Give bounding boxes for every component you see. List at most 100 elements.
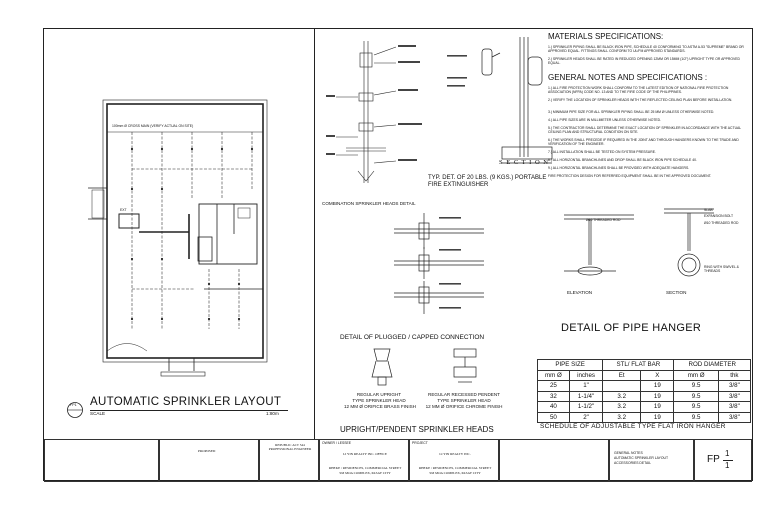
table-cell: 25 xyxy=(537,380,570,392)
general-note-8: 8.) ALL HORIZONTAL BRANCHLINES AND DROP … xyxy=(548,158,697,162)
hanger-title: DETAIL OF PIPE HANGER xyxy=(561,322,702,334)
tb-approval-cell: REPUBLIC ACT 544 PROFESSIONAL ENGINEER xyxy=(259,439,319,482)
tb-sheet-prefix: FP xyxy=(707,454,720,465)
general-note-5: 5.) THE CONTRACTOR SHALL DETERMINE THE E… xyxy=(548,126,742,135)
hanger-elevation-label: ELEVATION xyxy=(567,290,593,295)
cross-main-label: 100mm Ø CROSS MAIN (VERIFY ACTUAL ON SIT… xyxy=(112,124,194,128)
hanger-section-label: SECTION xyxy=(666,290,687,295)
general-note-2: 2.) VERIFY THE LOCATION OF SPRINKLER HEA… xyxy=(548,98,733,102)
tb-project-name: LI YIN REALTY INC. xyxy=(439,452,471,456)
upright-caption-2: TYPE SPRINKLER HEAD xyxy=(352,398,406,403)
combination-title: COMBINATION SPRINKLER HEADS DETAIL xyxy=(322,201,416,206)
tb-owner: LI YIN REALTY INC. OFFICE xyxy=(343,452,387,456)
recessed-sprinkler-icon xyxy=(453,348,477,383)
table-cell: 19 xyxy=(640,401,675,413)
plan-title-underline xyxy=(90,410,288,411)
table-sub-x: X xyxy=(640,369,675,381)
table-sub-et: Et xyxy=(602,369,642,381)
table-cell: 32 xyxy=(537,390,570,402)
hanger-label-expansion: EXPANSION BOLT xyxy=(704,214,734,218)
fire-extinguisher-detail xyxy=(447,37,553,164)
plan-scale-value: 1:80m xyxy=(266,411,279,416)
tb-sheet-num: 1 xyxy=(725,449,730,458)
table-sub-thk: thk xyxy=(717,369,752,381)
table-cell: 9.5 xyxy=(673,390,719,402)
table-cell: 9.5 xyxy=(673,380,719,392)
tb-sheet-contents-cell: GENERAL NOTES AUTOMATIC SPRINKLER LAYOUT… xyxy=(609,439,694,482)
table-cell: 9.5 xyxy=(673,411,719,423)
tb-project-cell: PROPOSED xyxy=(159,439,259,482)
tb-project-name-cell: PROJECT LI YIN REALTY INC. RHEKE / RESID… xyxy=(409,439,499,482)
general-note-6: 6.) THE WORKS SHALL PRECEDE IF REQUIRED … xyxy=(548,138,739,147)
table-sub-inches: inches xyxy=(568,369,604,381)
materials-title: MATERIALS SPECIFICATIONS: xyxy=(548,32,664,41)
tb-project: PROPOSED xyxy=(198,449,216,453)
table-cell: 3.2 xyxy=(602,390,642,402)
tb-contents-3: ACCESSORIES DETAIL xyxy=(614,461,652,465)
hanger-label-threaded: Ø10 THREADED ROD xyxy=(586,218,621,222)
recessed-caption-3: 12 MM Ø ORIFICE CHROME FINISH xyxy=(425,404,503,409)
table-cell: 3.2 xyxy=(602,411,642,423)
plan-scale-label: SCALE xyxy=(90,411,106,416)
tb-sheet-total: 1 xyxy=(725,461,730,470)
tb-project-addr-1: RHEKE / RESIDENCES, COMMERCIAL STREET xyxy=(418,466,492,470)
tb-owner-cell: OWNER / LESSEE LI YIN REALTY INC. OFFICE… xyxy=(319,439,409,482)
materials-note-2: 2.) SPRINKLER HEADS SHALL BE RATED IN RE… xyxy=(548,57,740,66)
sprinkler-floor-plan xyxy=(88,99,268,377)
table-cell: 3/8" xyxy=(717,401,752,413)
plugged-connection-detail xyxy=(394,213,484,314)
table-cell: 19 xyxy=(640,390,675,402)
pipe-table-caption: SCHEDULE OF ADJUSTABLE TYPE FLAT IRON HA… xyxy=(540,423,726,430)
hanger-label-slab: SLAB xyxy=(704,208,713,212)
table-cell: 1-1/4" xyxy=(568,390,604,402)
table-cell: 1" xyxy=(568,380,604,392)
pipe-size-table: PIPE SIZE STL/ FLAT BAR ROD DIAMETER mm … xyxy=(536,359,752,423)
table-cell: 3/8" xyxy=(717,390,752,402)
tb-contents-2: AUTOMATIC SPRINKLER LAYOUT xyxy=(614,456,669,460)
table-cell: 50 xyxy=(537,411,570,423)
general-note-4: 4.) ALL PIPE SIZES ARE IN MILLIMETER UNL… xyxy=(548,118,662,122)
materials-note-1: 1.) SPRINKLER PIPING SHALL BE BLACK IRON… xyxy=(548,45,744,54)
table-cell: 40 xyxy=(537,401,570,413)
table-cell: 1-1/2" xyxy=(568,401,604,413)
tb-owner-addr-2: SM MOA COMPLEX, PASAY CITY xyxy=(339,471,391,475)
tb-sheet-fraction-bar xyxy=(723,460,733,461)
table-cell: 3/8" xyxy=(717,411,752,423)
table-cell: 19 xyxy=(640,411,675,423)
table-head-pipe-size: PIPE SIZE xyxy=(536,359,604,371)
recessed-caption-2: TYPE SPRINKLER HEAD xyxy=(437,398,491,403)
drawing-sheet: 100mm Ø CROSS MAIN (VERIFY ACTUAL ON SIT… xyxy=(43,28,753,482)
tb-signatory-cell xyxy=(499,439,609,482)
table-sub-mm: mm Ø xyxy=(537,369,570,381)
table-cell: 9.5 xyxy=(673,401,719,413)
upright-sprinkler-icon xyxy=(371,348,393,386)
table-sub-rod-mm: mm Ø xyxy=(673,369,719,381)
panel-divider xyxy=(314,29,315,439)
hanger-label-threaded-2: Ø10 THREADED ROD xyxy=(704,221,739,225)
ext-tag: EXT xyxy=(120,208,127,212)
tb-project-header: PROJECT xyxy=(412,441,428,445)
general-note-9: 9.) ALL HORIZONTAL BRANCHLINES SHALL BE … xyxy=(548,166,690,170)
table-head-rod-diameter: ROD DIAMETER xyxy=(673,359,751,371)
section-label: S E C T I O N xyxy=(499,159,549,166)
table-cell xyxy=(602,380,642,392)
table-cell: 19 xyxy=(640,380,675,392)
plugged-title: DETAIL OF PLUGGED / CAPPED CONNECTION xyxy=(340,334,485,341)
recessed-caption-1: REGULAR RECESSED PENDENT xyxy=(428,392,500,397)
general-footer-note: FIRE PROTECTION DESIGN FOR REFERRED EQUI… xyxy=(548,174,712,178)
tb-owner-addr-1: RHEKE / RESIDENCES, COMMERCIAL STREET xyxy=(328,466,402,470)
pipe-hanger-detail xyxy=(564,208,714,277)
upright-caption-3: 12 MM Ø ORIFICE BRASS FINISH xyxy=(344,404,416,409)
tb-contents-1: GENERAL NOTES xyxy=(614,451,643,455)
upright-caption-1: REGULAR UPRIGHT xyxy=(356,392,402,397)
heads-title: UPRIGHT/PENDENT SPRINKLER HEADS xyxy=(340,425,494,434)
tb-logo-cell xyxy=(44,439,159,482)
plan-symbol: FP1 xyxy=(70,403,77,407)
combination-sprinkler-detail xyxy=(326,41,422,183)
tb-approval: REPUBLIC ACT 544 PROFESSIONAL ENGINEER xyxy=(268,443,312,452)
table-cell: 3/8" xyxy=(717,380,752,392)
tb-project-addr-2: SM MOA COMPLEX, PASAY CITY xyxy=(429,471,481,475)
